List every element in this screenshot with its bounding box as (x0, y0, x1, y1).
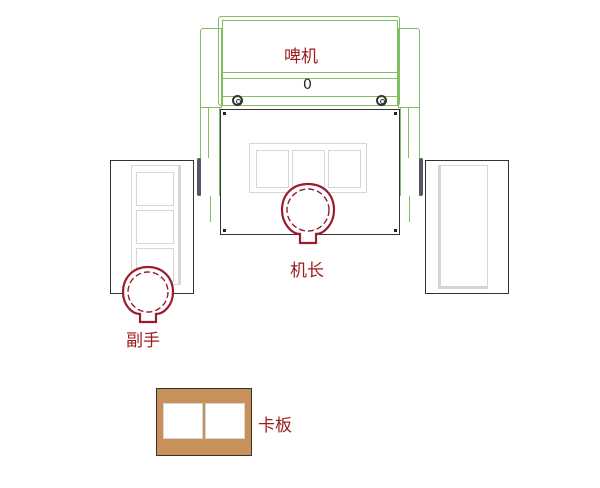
machine-divider-2 (222, 78, 398, 79)
corner-dot (223, 229, 226, 232)
pallet (156, 388, 252, 456)
person-captain-icon (280, 182, 336, 245)
rail-right (400, 108, 420, 196)
rail-right-lower (400, 196, 410, 222)
person-assistant-icon (121, 265, 175, 324)
work-table (220, 109, 400, 235)
bolt-icon (232, 95, 243, 106)
rail-left (200, 108, 220, 196)
seat (292, 150, 325, 188)
right-board (438, 165, 488, 289)
seat (328, 150, 361, 188)
machine-side-right (398, 28, 420, 108)
machine-counter: 0 (303, 77, 312, 93)
corner-dot (394, 112, 397, 115)
rail-left-lower (210, 196, 220, 222)
corner-dot (394, 229, 397, 232)
rail-right-inner (408, 108, 409, 158)
machine-side-left (200, 28, 222, 108)
machine-divider-3 (222, 96, 398, 97)
rail-left-handle (197, 158, 201, 196)
machine-divider-1 (222, 72, 398, 73)
right-table (425, 160, 509, 294)
seat (256, 150, 289, 188)
seat-group (249, 143, 367, 193)
label-pallet: 卡板 (258, 416, 292, 436)
rail-left-inner (208, 108, 209, 158)
pallet-box (205, 403, 245, 439)
machine-body (222, 20, 398, 106)
bolt-icon (376, 95, 387, 106)
corner-dot (223, 112, 226, 115)
rail-right-handle (419, 158, 423, 196)
pallet-box (163, 403, 203, 439)
machine-label: 啤机 (284, 47, 318, 67)
label-assistant: 副手 (126, 331, 160, 351)
machine: 啤机 0 (196, 16, 424, 108)
label-captain: 机长 (290, 261, 324, 281)
seat (136, 172, 174, 206)
seat (136, 210, 174, 244)
